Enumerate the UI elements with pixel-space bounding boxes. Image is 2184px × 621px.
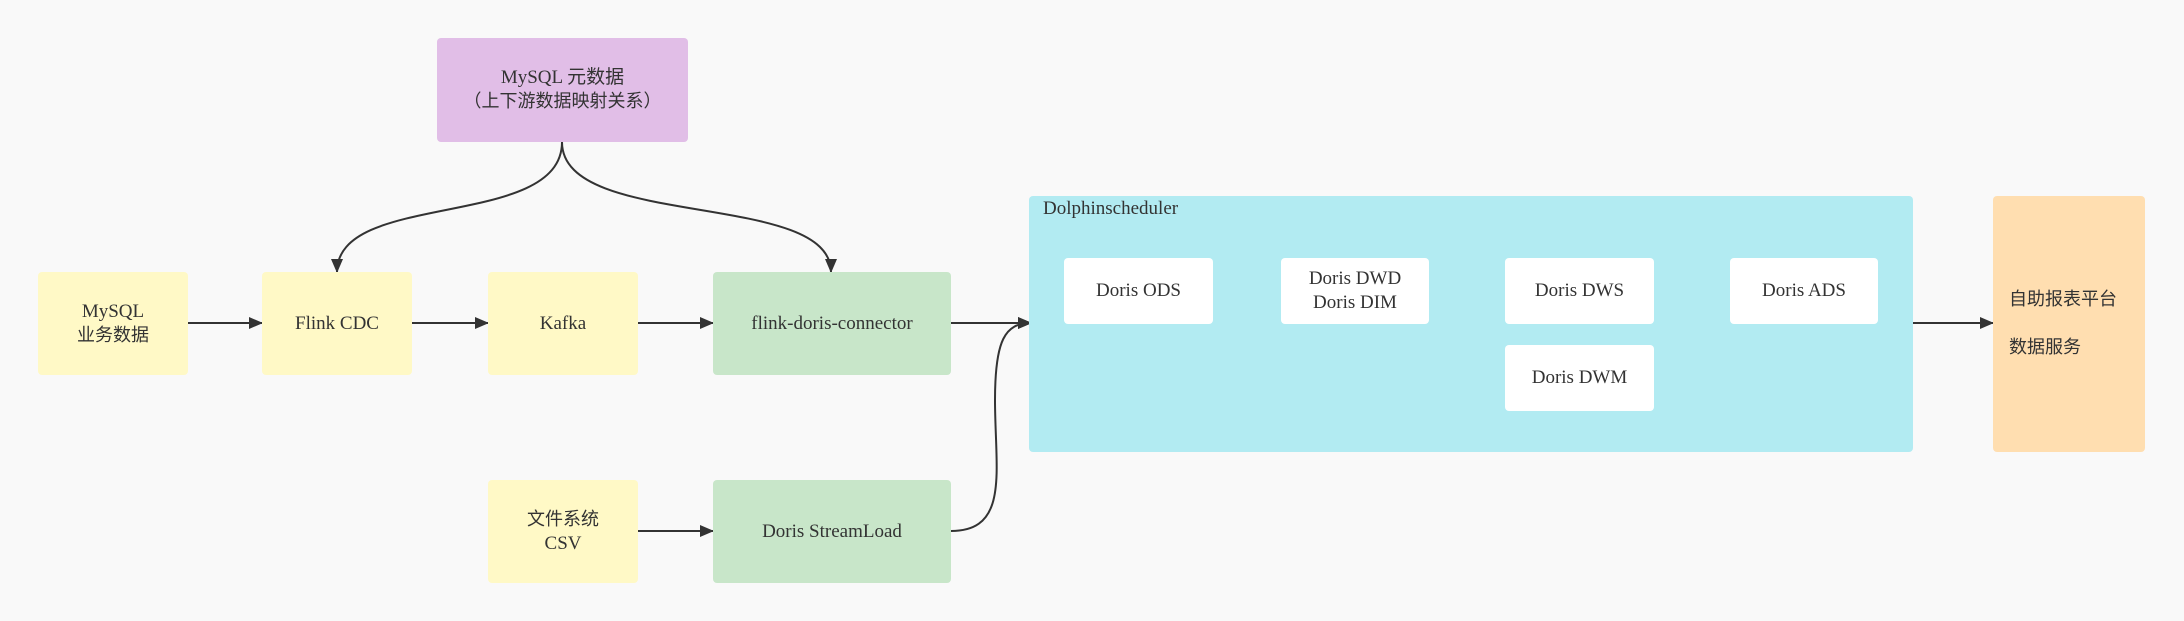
- group-title: Dolphinscheduler: [1043, 198, 1179, 219]
- doris-ods-node: Doris ODS: [1064, 258, 1213, 324]
- flink-cdc-node: Flink CDC: [262, 272, 412, 375]
- node-label-line1: MySQL 元数据: [500, 67, 625, 88]
- mysql-business-data-node: MySQL 业务数据: [38, 272, 188, 375]
- node-label-line1: 文件系统: [527, 508, 599, 530]
- node-label-line2: 数据服务: [2009, 337, 2081, 358]
- node-label-line1: Doris DWD: [1308, 268, 1402, 289]
- node-label-line2: Doris DIM: [1313, 292, 1397, 313]
- node-label-line1: 自助报表平台: [2009, 289, 2117, 310]
- node-label: flink-doris-connector: [751, 312, 913, 334]
- flink-doris-connector-node: flink-doris-connector: [713, 272, 951, 375]
- edge-streamload-to-scheduler: [950, 317, 1032, 532]
- node-label: Doris StreamLoad: [762, 520, 902, 542]
- doris-streamload-node: Doris StreamLoad: [713, 480, 951, 583]
- file-system-csv-node: 文件系统 CSV: [488, 480, 638, 583]
- kafka-node: Kafka: [488, 272, 638, 375]
- node-label: Doris ODS: [1096, 280, 1181, 301]
- node-label-line2: （上下游数据映射关系）: [463, 91, 662, 112]
- node-label-line2: CSV: [544, 532, 582, 554]
- doris-dws-node: Doris DWS: [1505, 258, 1654, 324]
- doris-ads-node: Doris ADS: [1730, 258, 1878, 324]
- node-label: Doris ADS: [1762, 280, 1846, 301]
- edge-meta-to-flinkcdc: [331, 141, 563, 273]
- node-label-line2: 业务数据: [77, 324, 149, 346]
- node-label: Flink CDC: [295, 312, 379, 334]
- doris-dwm-node: Doris DWM: [1505, 345, 1654, 411]
- node-label: Doris DWS: [1534, 280, 1625, 301]
- edge-meta-to-connector: [561, 141, 837, 273]
- node-label: Kafka: [539, 312, 587, 334]
- report-platform-node: 自助报表平台 数据服务: [1993, 196, 2145, 452]
- node-label-line1: MySQL: [81, 300, 145, 322]
- dolphinscheduler-group: Dolphinscheduler: [1029, 196, 1913, 452]
- mysql-metadata-node: MySQL 元数据 （上下游数据映射关系）: [437, 38, 688, 142]
- node-label: Doris DWM: [1531, 367, 1628, 388]
- doris-dwd-dim-node: Doris DWD Doris DIM: [1281, 258, 1429, 324]
